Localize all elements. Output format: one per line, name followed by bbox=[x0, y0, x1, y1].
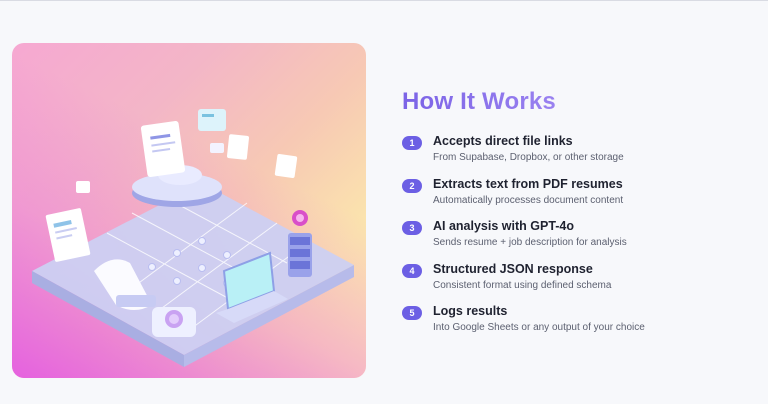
step-description: Consistent format using defined schema bbox=[433, 279, 612, 291]
isometric-platform-graphic bbox=[32, 109, 354, 367]
workflow-illustration bbox=[12, 43, 366, 378]
step-description: From Supabase, Dropbox, or other storage bbox=[433, 152, 624, 163]
step-title: Structured JSON response bbox=[433, 261, 593, 276]
step-description: Into Google Sheets or any output of your… bbox=[433, 322, 645, 333]
list-item: 4 Structured JSON response Consistent fo… bbox=[402, 261, 752, 304]
step-title: Extracts text from PDF resumes bbox=[433, 176, 623, 191]
step-title: Accepts direct file links bbox=[433, 134, 573, 148]
list-item: 1 Accepts direct file links From Supabas… bbox=[402, 133, 752, 176]
list-item: 3 AI analysis with GPT-4o Sends resume +… bbox=[402, 218, 752, 261]
step-number-badge: 2 bbox=[402, 178, 422, 193]
step-description: Sends resume + job description for analy… bbox=[433, 237, 627, 248]
step-title: Logs results bbox=[433, 304, 508, 318]
step-number-badge: 5 bbox=[402, 306, 422, 320]
step-title: AI analysis with GPT-4o bbox=[433, 219, 575, 233]
step-number-badge: 3 bbox=[402, 221, 422, 235]
steps-list: 1 Accepts direct file links From Supabas… bbox=[402, 133, 752, 346]
step-number-badge: 1 bbox=[402, 136, 422, 150]
list-item: 2 Extracts text from PDF resumes Automat… bbox=[402, 176, 752, 219]
page-title: How It Works bbox=[402, 88, 556, 115]
step-number-badge: 4 bbox=[402, 263, 422, 278]
top-divider bbox=[0, 0, 768, 1]
step-description: Automatically processes document content bbox=[433, 194, 624, 206]
list-item: 5 Logs results Into Google Sheets or any… bbox=[402, 303, 752, 346]
